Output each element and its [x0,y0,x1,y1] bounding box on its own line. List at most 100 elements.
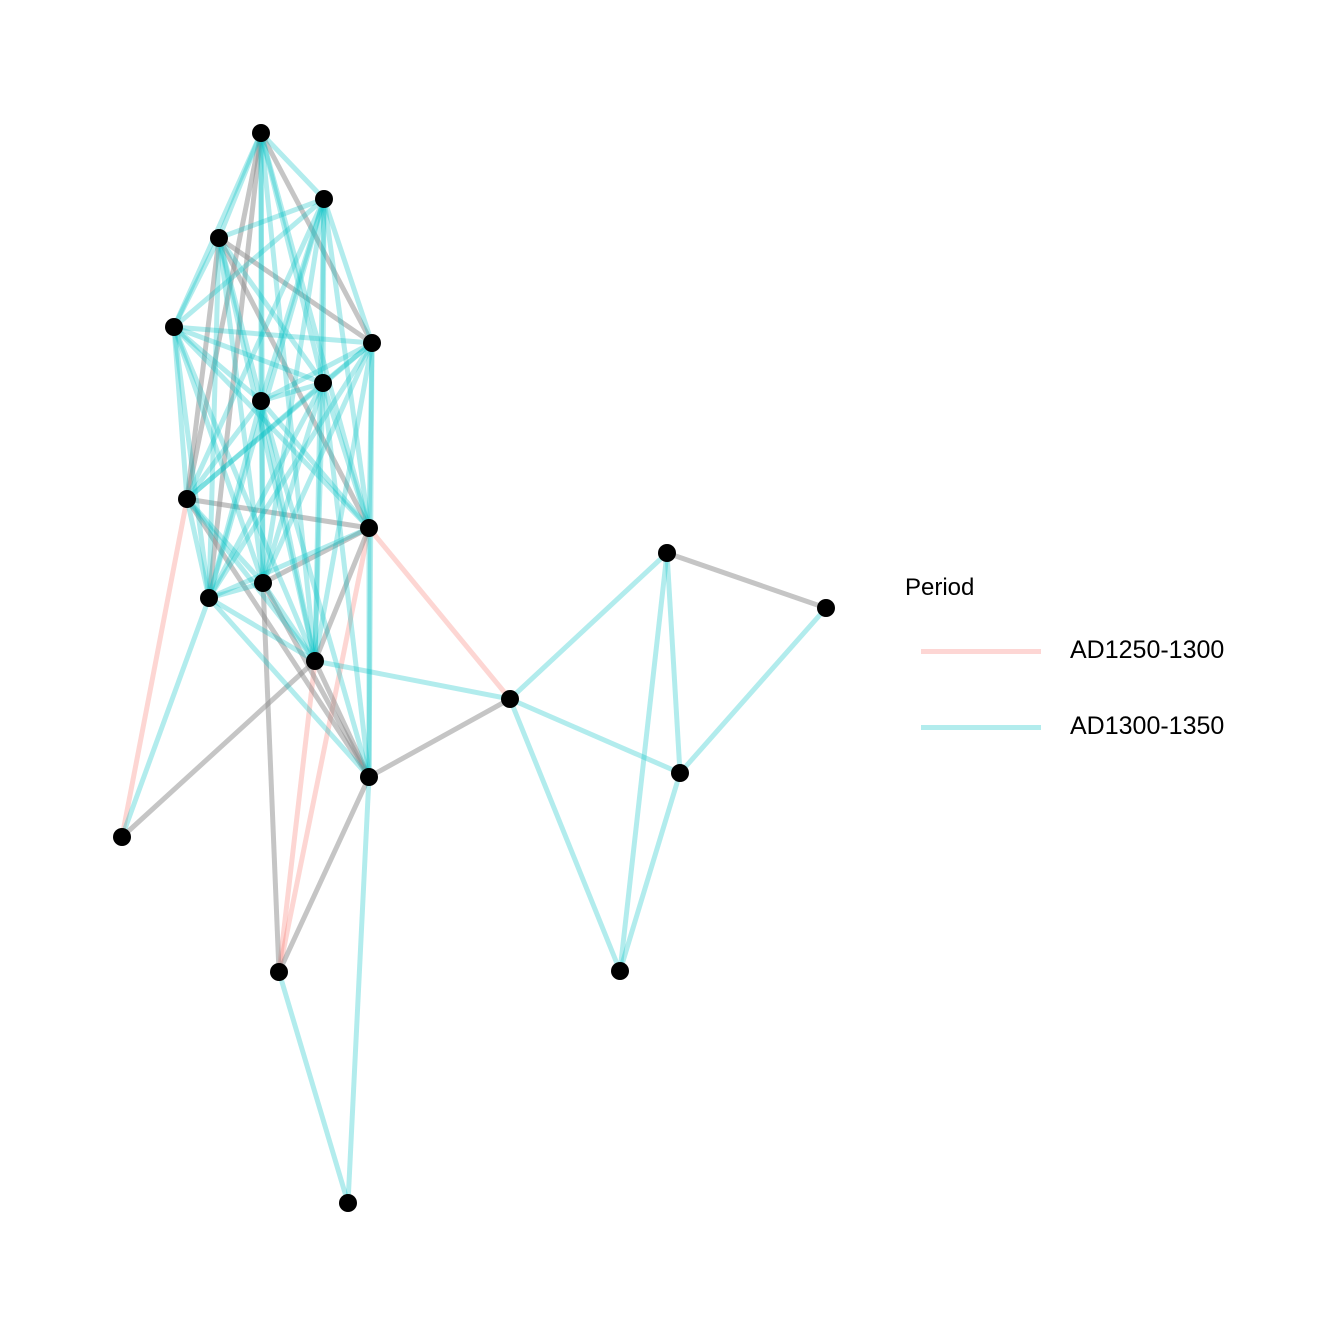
edge-N-O [367,696,512,780]
node-T [671,764,689,782]
edge-K-P [260,582,282,973]
edge-R-S [666,550,827,611]
edge-L-N [312,659,372,779]
edge-C-J [206,237,222,599]
node-L [306,652,324,670]
edge-B-I [321,198,372,529]
legend-key-line [921,649,1041,654]
legend-item-ad1300-1350: AD1300-1350 [905,708,1285,748]
edge-A-L [258,132,318,662]
edge-B-L [312,198,327,662]
edge-E-L [312,342,375,662]
node-F [314,374,332,392]
edge-layer [119,131,828,1204]
edge-I-K [261,525,371,586]
edge-I-L [312,527,372,662]
node-S [817,599,835,617]
edge-C-H [184,237,222,500]
edge-C-E [217,235,374,346]
edge-D-I [172,325,371,530]
edge-F-I [320,382,372,529]
node-O [501,690,519,708]
edge-H-M [119,498,190,838]
edge-A-F [258,132,326,384]
edge-E-G [259,340,374,404]
edge-B-K [260,198,327,584]
node-M [113,828,131,846]
edge-F-H [185,381,325,501]
edge-P-Q [276,971,351,1204]
legend-item-ad1250-1300: AD1250-1300 [905,632,1285,672]
node-R [658,544,676,562]
edge-G-L [258,400,318,662]
edge-B-G [258,198,327,402]
edge-E-K [260,341,375,585]
edge-C-L [216,237,318,662]
node-U [611,962,629,980]
node-K [254,574,272,592]
edge-A-B [259,131,326,201]
edge-T-U [617,772,683,972]
node-H [178,490,196,508]
edge-O-U [507,698,623,972]
node-C [210,229,228,247]
edge-D-J [171,326,212,599]
edge-K-L [260,581,318,663]
edge-B-E [321,198,375,344]
edge-D-K [171,326,266,584]
edge-F-N [320,382,372,778]
node-A [252,124,270,142]
edge-O-T [509,696,681,776]
edge-A-I [258,132,372,529]
node-layer [113,124,835,1212]
edge-A-H [184,132,264,500]
edge-D-G [172,325,263,403]
edge-R-U [617,552,670,972]
edge-N-P [276,775,372,974]
edge-D-F [173,324,324,386]
node-B [315,190,333,208]
edge-H-N [184,497,372,779]
edge-I-J [207,525,371,601]
edge-F-L [312,382,326,662]
edge-H-J [184,498,212,599]
node-J [200,589,218,607]
edge-I-P [276,527,372,973]
edge-A-E [258,131,375,345]
edge-L-M [120,659,317,839]
edge-E-H [185,341,374,501]
node-I [360,519,378,537]
edge-O-R [508,551,669,701]
edge-J-N [207,596,371,779]
edge-L-P [276,660,318,973]
edge-I-O [367,526,512,701]
edge-B-C [218,196,325,241]
edge-D-H [171,326,190,500]
edge-C-D [171,236,222,329]
edge-S-T [678,606,828,775]
legend: Period AD1250-1300 AD1300-1350 [905,570,1285,760]
edge-R-T [664,552,683,774]
edge-D-L [171,326,318,662]
edge-A-C [216,132,264,239]
edge-C-K [216,237,266,584]
edge-C-G [216,237,264,402]
edge-H-L [185,497,317,663]
edge-H-K [185,497,265,585]
edge-J-L [207,595,317,664]
edge-E-N [366,342,375,778]
edge-N-Q [345,776,372,1204]
edge-G-K [258,400,266,584]
legend-key-line [921,725,1041,730]
edge-F-G [260,380,324,404]
edge-G-I [259,399,371,530]
legend-label: AD1300-1350 [1070,712,1225,740]
edge-A-J [206,132,264,599]
edge-G-H [185,399,263,501]
edge-J-K [208,580,264,601]
edge-D-E [173,324,373,346]
edge-E-F [321,341,374,385]
edge-L-O [314,658,511,702]
node-G [252,392,270,410]
